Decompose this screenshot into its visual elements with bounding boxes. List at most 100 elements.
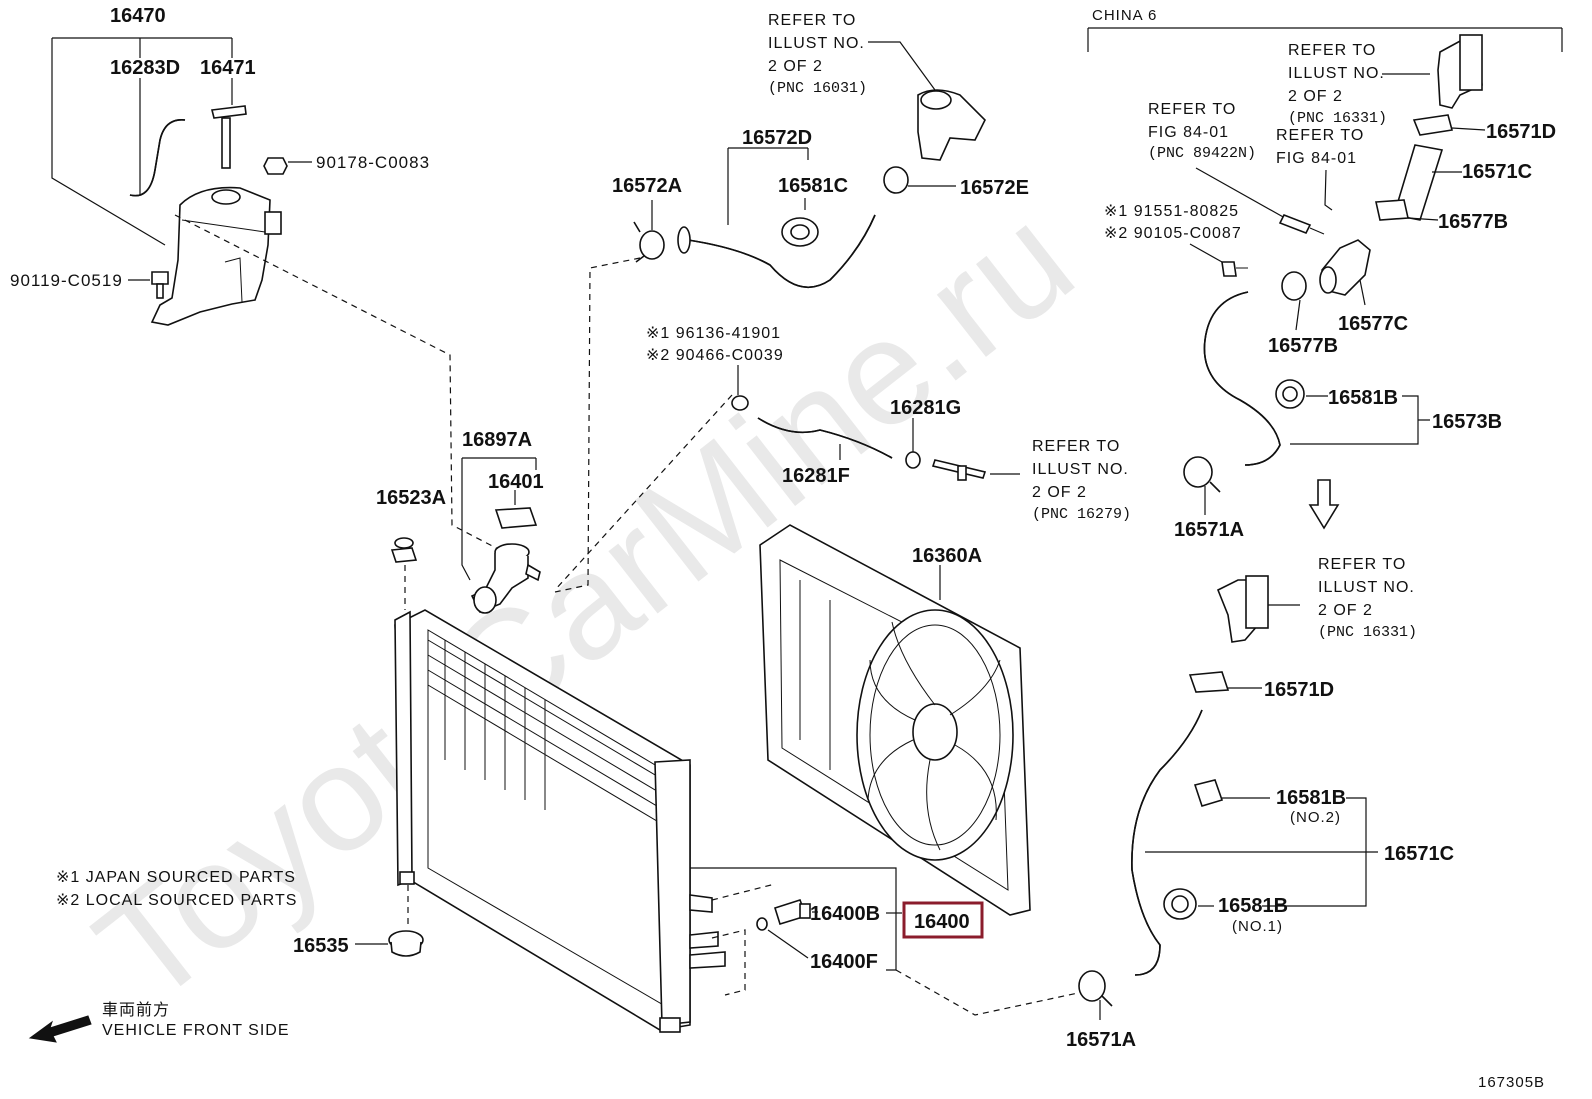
svg-text:(PNC 16331): (PNC 16331) xyxy=(1318,624,1417,641)
svg-text:REFER TO: REFER TO xyxy=(1288,42,1376,59)
clamp-16571a-lower xyxy=(1078,970,1113,1007)
clamp-16571d-upper xyxy=(1412,114,1454,136)
label-16400: 16400 xyxy=(914,911,970,933)
o-ring-16400f xyxy=(756,917,768,931)
down-arrow-icon xyxy=(1308,479,1340,530)
legend-japan-sourced: ※1 JAPAN SOURCED PARTS xyxy=(56,869,296,886)
sensor-89422n xyxy=(1278,213,1325,235)
radiator-cap-16401 xyxy=(494,507,538,529)
hose-16571c-lower xyxy=(1131,709,1203,976)
svg-text:2 OF 2: 2 OF 2 xyxy=(1318,602,1373,619)
svg-text:ILLUST NO.: ILLUST NO. xyxy=(1288,65,1385,82)
water-outlet-16031 xyxy=(917,89,986,161)
svg-text:2 OF 2: 2 OF 2 xyxy=(768,58,823,75)
refer-note-pnc-16279: REFER TO ILLUST NO. 2 OF 2 (PNC 16279) xyxy=(1032,438,1131,523)
svg-text:(PNC 89422N): (PNC 89422N) xyxy=(1148,145,1256,162)
label-16581c: 16581C xyxy=(778,175,848,197)
legend-local-sourced: ※2 LOCAL SOURCED PARTS xyxy=(56,892,297,909)
hose-16571c-upper xyxy=(1392,144,1444,221)
label-16577c: 16577C xyxy=(1338,313,1408,335)
clamp-16572a xyxy=(633,221,665,263)
refer-note-pnc-16331-upper: REFER TO ILLUST NO. 2 OF 2 (PNC 16331) xyxy=(1288,42,1387,127)
label-16581b-no2: 16581B xyxy=(1276,787,1346,809)
label-16897a: 16897A xyxy=(462,429,532,451)
label-16577b-upper: 16577B xyxy=(1438,211,1508,233)
bolt-90119 xyxy=(151,271,169,299)
label-90119-c0519: 90119-C0519 xyxy=(10,271,123,290)
refer-note-pnc-16331-lower: REFER TO ILLUST NO. 2 OF 2 (PNC 16331) xyxy=(1318,556,1417,641)
label-16572d: 16572D xyxy=(742,127,812,149)
svg-text:FIG 84-01: FIG 84-01 xyxy=(1148,124,1229,141)
sublabel-no1: (NO.1) xyxy=(1232,918,1283,935)
label-16400b: 16400B xyxy=(810,903,880,925)
clip-16581b-no1 xyxy=(1163,888,1197,920)
clamp-16571a-upper xyxy=(1183,456,1221,493)
pipe-16279 xyxy=(931,459,987,481)
svg-text:※2 90466-C0039: ※2 90466-C0039 xyxy=(646,347,784,364)
svg-text:FIG 84-01: FIG 84-01 xyxy=(1276,150,1357,167)
label-16571c-lower: 16571C xyxy=(1384,843,1454,865)
svg-text:2 OF 2: 2 OF 2 xyxy=(1032,484,1087,501)
label-16360a: 16360A xyxy=(912,545,982,567)
reservoir-tank-drawing xyxy=(150,186,282,326)
clamp-16577b-upper xyxy=(1375,199,1409,221)
label-16572e: 16572E xyxy=(960,177,1029,199)
svg-text:ILLUST NO.: ILLUST NO. xyxy=(768,35,865,52)
cushion-16523a xyxy=(390,537,418,563)
direction-label-jp: 車両前方 xyxy=(102,1001,170,1019)
label-16470: 16470 xyxy=(110,5,166,27)
label-16471: 16471 xyxy=(200,57,256,79)
direction-label-en: VEHICLE FRONT SIDE xyxy=(102,1022,290,1039)
cushion-16535 xyxy=(388,930,424,957)
svg-text:REFER TO: REFER TO xyxy=(1148,101,1236,118)
svg-text:(PNC 16331): (PNC 16331) xyxy=(1288,110,1387,127)
clamp-16577b-lower xyxy=(1281,271,1307,301)
label-16281g: 16281G xyxy=(890,397,961,419)
reservoir-cap-16471 xyxy=(211,105,247,169)
hose-16573b xyxy=(1203,291,1281,466)
diagram-id: 167305B xyxy=(1478,1074,1545,1091)
label-16577b-lower: 16577B xyxy=(1268,335,1338,357)
svg-text:REFER TO: REFER TO xyxy=(1032,438,1120,455)
fan-shroud-16360a-drawing xyxy=(759,524,1031,916)
label-16283d: 16283D xyxy=(110,57,180,79)
water-outlet-16331-upper xyxy=(1437,34,1483,109)
clip-16281g xyxy=(905,451,921,469)
label-16401: 16401 xyxy=(488,471,544,493)
refer-note-pnc-16031: REFER TO ILLUST NO. 2 OF 2 (PNC 16031) xyxy=(768,12,867,97)
label-16581b-no1: 16581B xyxy=(1218,895,1288,917)
svg-text:(PNC 16031): (PNC 16031) xyxy=(768,80,867,97)
label-16571c-upper: 16571C xyxy=(1462,161,1532,183)
svg-text:※1 91551-80825: ※1 91551-80825 xyxy=(1104,203,1239,220)
svg-text:(PNC 16279): (PNC 16279) xyxy=(1032,506,1131,523)
svg-text:ILLUST NO.: ILLUST NO. xyxy=(1318,579,1415,596)
clip-16581b-no2 xyxy=(1193,779,1224,807)
svg-text:REFER TO: REFER TO xyxy=(1276,127,1364,144)
svg-text:REFER TO: REFER TO xyxy=(1318,556,1406,573)
water-outlet-16331-lower xyxy=(1216,575,1269,643)
svg-text:2 OF 2: 2 OF 2 xyxy=(1288,88,1343,105)
label-16572a: 16572A xyxy=(612,175,682,197)
clip-96136 xyxy=(731,395,749,411)
label-16571d-lower: 16571D xyxy=(1264,679,1334,701)
drain-cock-16400b xyxy=(773,899,811,925)
refer-note-fig-84-01: REFER TO FIG 84-01 xyxy=(1276,127,1364,167)
variant-label-china-6: CHINA 6 xyxy=(1092,7,1157,24)
label-16571a-upper: 16571A xyxy=(1174,519,1244,541)
label-16581b-upper: 16581B xyxy=(1328,387,1398,409)
clip-16581b-upper xyxy=(1275,379,1305,409)
label-16571a-lower: 16571A xyxy=(1066,1029,1136,1051)
highlighted-part-16400[interactable]: 16400 xyxy=(902,901,984,939)
label-16535: 16535 xyxy=(293,935,349,957)
label-16523a: 16523A xyxy=(376,487,446,509)
clip-90178 xyxy=(263,157,288,175)
label-16400f: 16400F xyxy=(810,951,878,973)
label-90178-c0083: 90178-C0083 xyxy=(316,153,430,172)
label-16573b: 16573B xyxy=(1432,411,1502,433)
clamp-16571d-lower xyxy=(1188,671,1230,693)
radiator-16400-drawing xyxy=(394,609,726,1033)
water-inlet-16577c xyxy=(1319,239,1371,296)
refer-note-fig-84-01-pnc-89422n: REFER TO FIG 84-01 (PNC 89422N) xyxy=(1148,101,1256,162)
svg-text:※2 90105-C0087: ※2 90105-C0087 xyxy=(1104,225,1242,242)
